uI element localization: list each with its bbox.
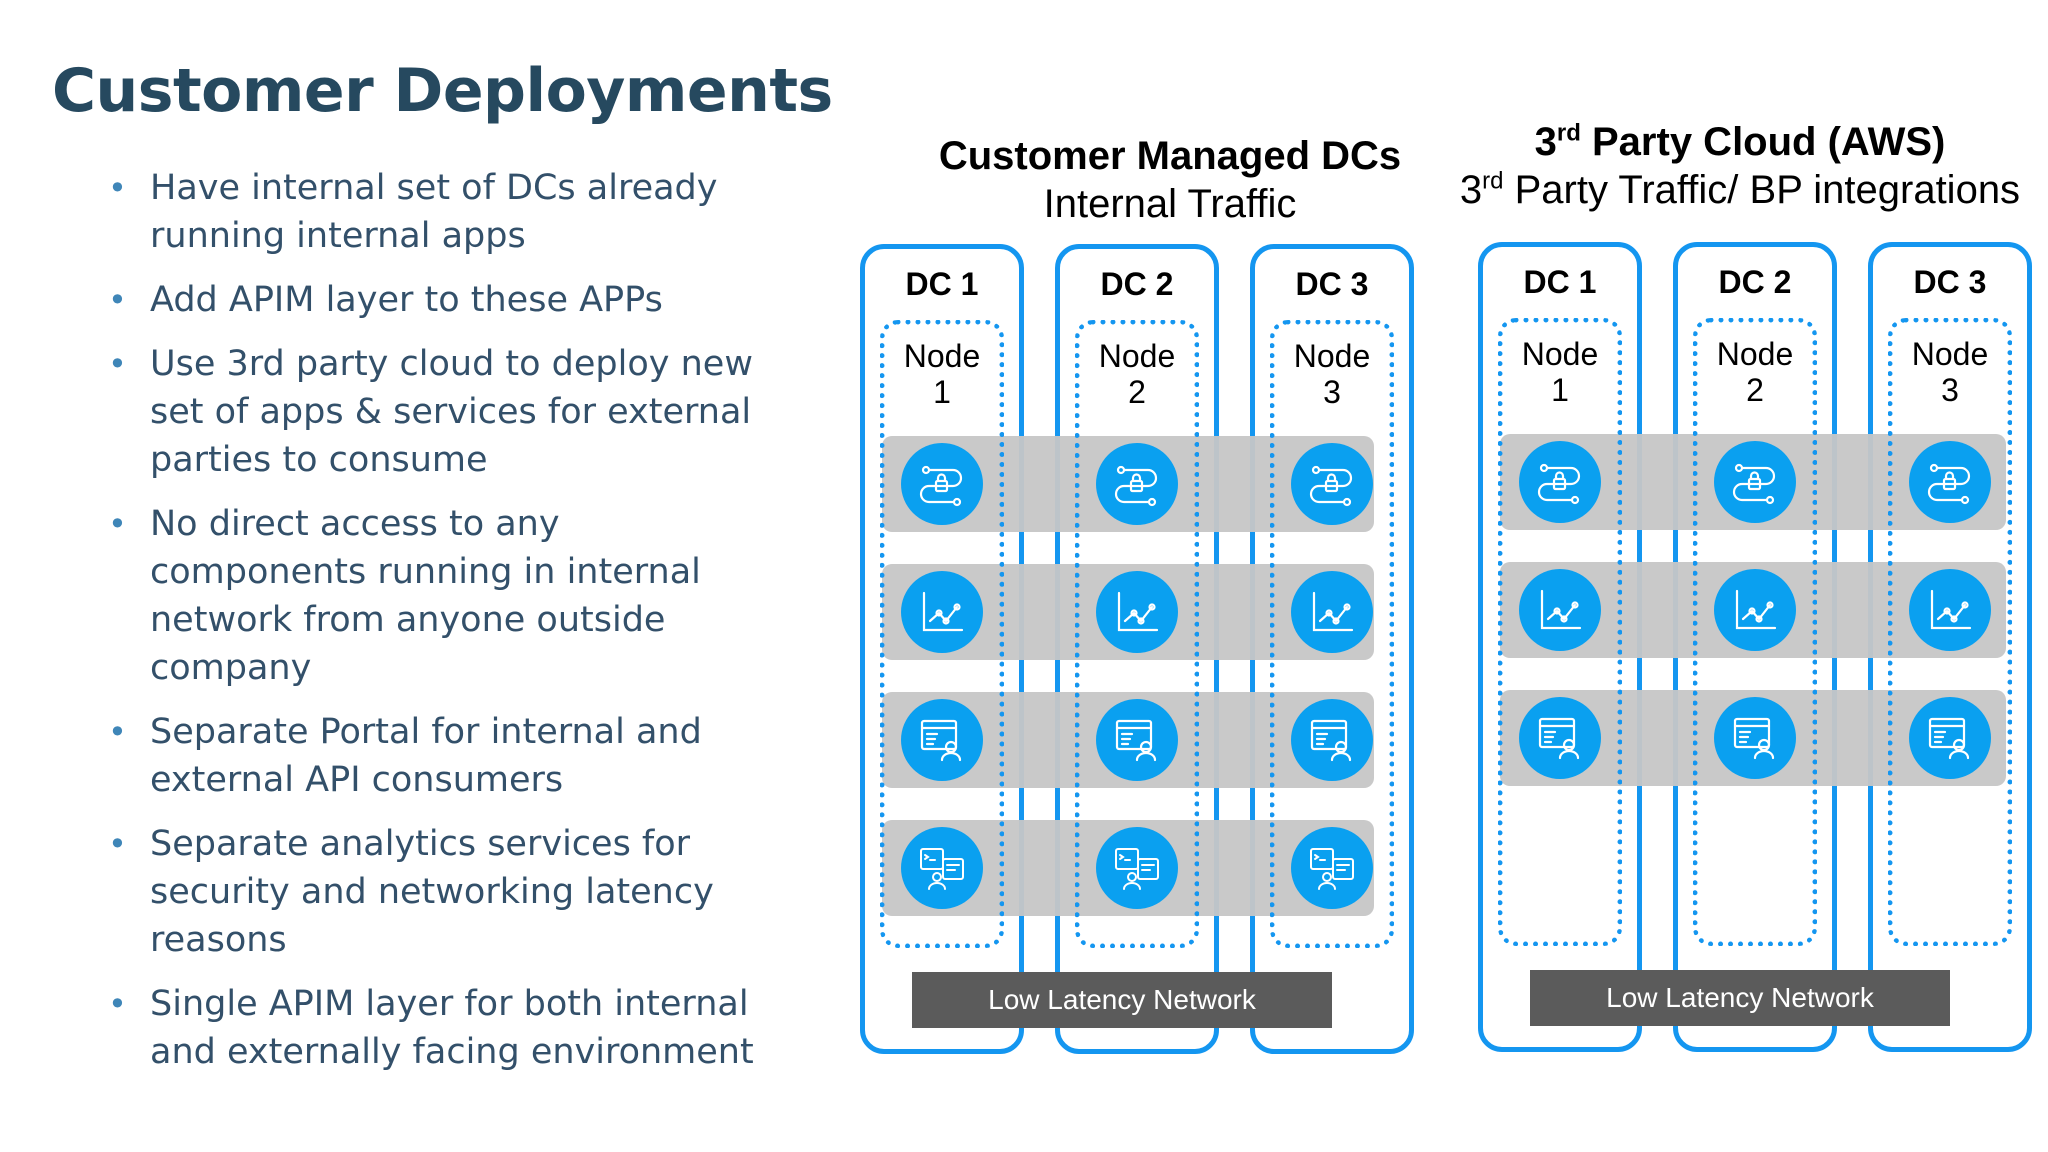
analytics-chart-icon bbox=[901, 571, 983, 653]
node-label: Node bbox=[1098, 338, 1176, 374]
customer-dcs-heading: Customer Managed DCs Internal Traffic bbox=[820, 132, 1520, 228]
dc-label: DC 1 bbox=[1523, 264, 1597, 300]
api-gateway-icon bbox=[1714, 441, 1796, 523]
low-latency-network-bar: Low Latency Network bbox=[912, 972, 1332, 1028]
developer-portal-icon bbox=[1519, 697, 1601, 779]
node-number: 2 bbox=[1746, 372, 1764, 408]
admin-console-icon bbox=[1291, 827, 1373, 909]
bullet-item: Single APIM layer for both internal and … bbox=[108, 980, 768, 1076]
bullet-item: Separate analytics services for security… bbox=[108, 820, 768, 964]
customer-dcs-title: Customer Managed DCs bbox=[938, 134, 1402, 178]
node-number: 1 bbox=[933, 374, 951, 410]
api-gateway-icon bbox=[1096, 443, 1178, 525]
bullet-item: Add APIM layer to these APPs bbox=[108, 276, 768, 324]
dc-label: DC 1 bbox=[905, 266, 979, 302]
bullet-item: No direct access to any components runni… bbox=[108, 500, 768, 692]
analytics-chart-icon bbox=[1291, 571, 1373, 653]
api-gateway-icon bbox=[901, 443, 983, 525]
node-label: Node bbox=[1521, 336, 1599, 372]
node-number: 3 bbox=[1323, 374, 1341, 410]
api-gateway-icon bbox=[1909, 441, 1991, 523]
api-gateway-icon bbox=[1291, 443, 1373, 525]
cloud-subtitle: 3rd Party Traffic/ BP integrations bbox=[1459, 167, 2021, 212]
node-label: Node bbox=[1716, 336, 1794, 372]
developer-portal-icon bbox=[1291, 699, 1373, 781]
node-container bbox=[1693, 318, 1817, 946]
node-container bbox=[1075, 320, 1199, 948]
node-number: 3 bbox=[1941, 372, 1959, 408]
dc-label: DC 3 bbox=[1913, 264, 1987, 300]
bullet-item: Separate Portal for internal and externa… bbox=[108, 708, 768, 804]
cloud-heading: 3rd Party Cloud (AWS) 3rd Party Traffic/… bbox=[1440, 118, 2040, 214]
slide-title: Customer Deployments bbox=[52, 56, 833, 126]
node-container bbox=[880, 320, 1004, 948]
node-label: Node bbox=[1911, 336, 1989, 372]
node-container bbox=[1498, 318, 1622, 946]
cloud-title: 3rd Party Cloud (AWS) bbox=[1534, 119, 1946, 164]
api-gateway-icon bbox=[1519, 441, 1601, 523]
developer-portal-icon bbox=[1714, 697, 1796, 779]
analytics-chart-icon bbox=[1714, 569, 1796, 651]
dc-label: DC 3 bbox=[1295, 266, 1369, 302]
node-container bbox=[1270, 320, 1394, 948]
bullet-item: Use 3rd party cloud to deploy new set of… bbox=[108, 340, 768, 484]
analytics-chart-icon bbox=[1909, 569, 1991, 651]
admin-console-icon bbox=[1096, 827, 1178, 909]
developer-portal-icon bbox=[1096, 699, 1178, 781]
analytics-chart-icon bbox=[1519, 569, 1601, 651]
node-label: Node bbox=[1293, 338, 1371, 374]
bullet-list: Have internal set of DCs already running… bbox=[108, 164, 768, 1092]
bullet-item: Have internal set of DCs already running… bbox=[108, 164, 768, 260]
admin-console-icon bbox=[901, 827, 983, 909]
node-number: 1 bbox=[1551, 372, 1569, 408]
node-label: Node bbox=[903, 338, 981, 374]
analytics-chart-icon bbox=[1096, 571, 1178, 653]
low-latency-network-bar: Low Latency Network bbox=[1530, 970, 1950, 1026]
node-number: 2 bbox=[1128, 374, 1146, 410]
developer-portal-icon bbox=[901, 699, 983, 781]
developer-portal-icon bbox=[1909, 697, 1991, 779]
dc-label: DC 2 bbox=[1718, 264, 1792, 300]
dc-label: DC 2 bbox=[1100, 266, 1174, 302]
customer-dcs-subtitle: Internal Traffic bbox=[1043, 182, 1297, 226]
node-container bbox=[1888, 318, 2012, 946]
